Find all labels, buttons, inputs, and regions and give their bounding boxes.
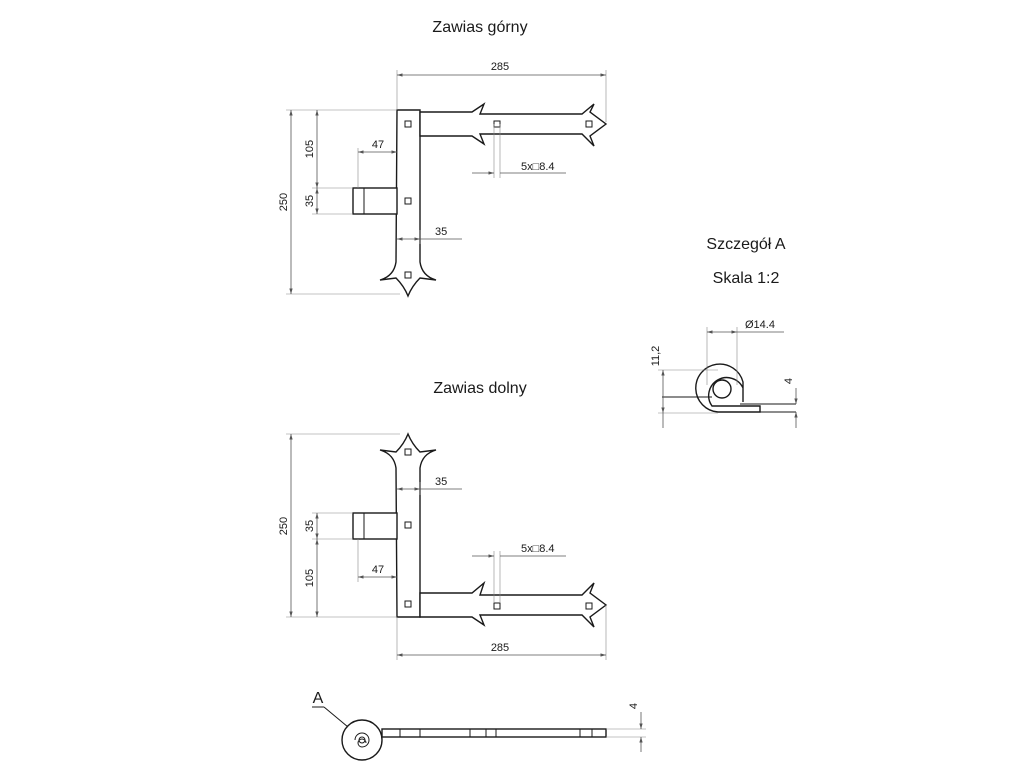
bottom-dim-strap-width: 35 — [435, 476, 447, 488]
top-dim-strap-width: 35 — [435, 226, 447, 238]
top-hinge-strap — [419, 102, 608, 147]
top-hinge-hole — [493, 120, 501, 128]
bottom-dim-length: 285 — [491, 642, 509, 654]
top-hinge-hole — [585, 120, 593, 128]
bottom-dim-holes: 5x□8.4 — [521, 543, 555, 555]
bottom-hinge-hole — [585, 602, 593, 610]
side-view-strap — [381, 728, 607, 738]
detail-a-drawing: Ø14.4 11,2 4 — [650, 319, 798, 428]
bottom-hinge-hole — [404, 600, 412, 608]
top-dim-length: 285 — [491, 61, 509, 73]
detail-dim-height: 11,2 — [650, 346, 662, 367]
bottom-hinge-drawing: 250 35 105 47 35 5x□8.4 285 — [278, 432, 608, 660]
detail-dim-thickness: 4 — [783, 378, 795, 384]
bottom-hinge-hole — [404, 521, 412, 529]
bottom-dim-lower: 105 — [304, 569, 316, 587]
side-view-drawing: A 4 — [312, 690, 646, 761]
top-hinge-hole — [404, 197, 412, 205]
side-view-dim-thickness: 4 — [628, 703, 640, 709]
bottom-hinge-strap — [419, 580, 608, 628]
top-hinge-hole — [404, 120, 412, 128]
top-hinge-hole — [404, 271, 412, 279]
top-hinge-title: Zawias górny — [432, 19, 527, 36]
bottom-dim-offset: 47 — [372, 564, 384, 576]
side-view-circle — [341, 719, 383, 761]
bottom-hinge-title: Zawias dolny — [433, 380, 526, 397]
bottom-dim-height: 250 — [278, 517, 290, 535]
detail-curl — [695, 363, 761, 413]
bottom-dim-knuckle: 35 — [304, 520, 316, 532]
top-dim-height: 250 — [278, 193, 290, 211]
detail-dim-diameter: Ø14.4 — [745, 319, 775, 331]
top-hinge-knuckle — [352, 187, 398, 215]
detail-scale: Skala 1:2 — [713, 270, 780, 287]
top-dim-offset: 47 — [372, 139, 384, 151]
detail-curl-bore — [712, 379, 732, 399]
side-view-marker: A — [313, 690, 324, 707]
detail-title: Szczegół A — [706, 236, 785, 253]
top-hinge-drawing: 285 250 105 35 47 35 5x□8.4 — [278, 61, 608, 298]
bottom-hinge-hole — [404, 448, 412, 456]
bottom-hinge-knuckle — [352, 512, 398, 540]
top-dim-holes: 5x□8.4 — [521, 161, 555, 173]
top-dim-upper: 105 — [304, 140, 316, 158]
bottom-hinge-hole — [493, 602, 501, 610]
top-dim-knuckle: 35 — [304, 195, 316, 207]
